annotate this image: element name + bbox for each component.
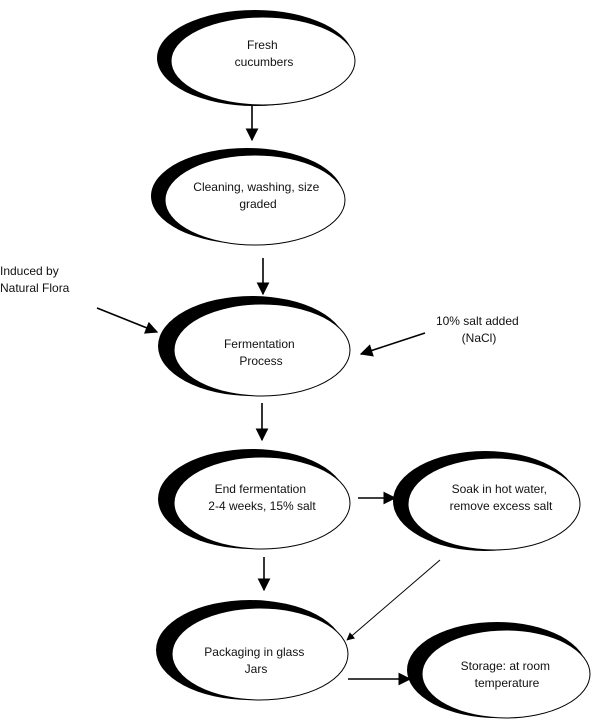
- node-end-fermentation-line2: 2-4 weeks, 15% salt: [208, 499, 316, 513]
- label-salt-added-line2: (NaCl): [462, 331, 497, 345]
- label-induced-line2: Natural Flora: [0, 281, 70, 295]
- label-salt-added-line1: 10% salt added: [436, 314, 519, 328]
- svg-text:Soak in hot water, remov: Soak in hot water, remove excess salt: [450, 482, 553, 513]
- node-fresh-cucumbers: Fresh cucumbers: [157, 10, 356, 106]
- svg-text:Fermentation Process: Fermentation Process: [224, 337, 298, 368]
- svg-text:Cleaning, washing, size: Cleaning, washing, size graded: [193, 180, 322, 211]
- node-fermentation-line1: Fermentation: [224, 337, 295, 351]
- node-fresh-cucumbers-line1: Fresh: [247, 38, 278, 52]
- node-packaging-line1: Packaging in glass: [204, 645, 304, 659]
- svg-text:Fresh cucumbers: Fresh cucumbers: [235, 38, 294, 69]
- svg-text:End fermentation 2-4 wee: End fermentation 2-4 weeks, 15% salt: [208, 482, 316, 513]
- node-fermentation-line2: Process: [239, 354, 282, 368]
- arrow-induced-to-fermentation: [96, 307, 159, 334]
- node-end-fermentation: End fermentation 2-4 weeks, 15% salt: [158, 449, 351, 550]
- node-cleaning-line1: Cleaning, washing, size: [193, 180, 319, 194]
- node-soak: Soak in hot water, remove excess salt: [393, 451, 581, 551]
- node-soak-line1: Soak in hot water,: [452, 482, 547, 496]
- label-induced-line1: Induced by: [0, 264, 59, 278]
- label-induced-by-natural-flora: Induced by Natural Flora: [0, 264, 70, 295]
- svg-text:Storage: at room tempera: Storage: at room temperature: [461, 659, 554, 690]
- node-soak-line2: remove excess salt: [450, 499, 553, 513]
- node-fermentation: Fermentation Process: [158, 296, 351, 397]
- node-packaging: Packaging in glass Jars: [156, 600, 349, 701]
- node-cleaning-line2: graded: [239, 197, 276, 211]
- node-packaging-line2: Jars: [245, 662, 268, 676]
- arrow-salt-to-fermentation: [359, 332, 426, 357]
- node-storage-line1: Storage: at room: [461, 659, 550, 673]
- node-storage: Storage: at room temperature: [407, 622, 591, 719]
- node-fresh-cucumbers-line2: cucumbers: [235, 55, 294, 69]
- node-end-fermentation-line1: End fermentation: [215, 482, 306, 496]
- node-cleaning: Cleaning, washing, size graded: [151, 148, 346, 246]
- svg-text:Packaging in glass Jars: Packaging in glass Jars: [204, 645, 307, 676]
- label-salt-added: 10% salt added (NaCl): [436, 314, 522, 345]
- arrow-soak-to-packaging: [346, 559, 441, 641]
- node-storage-line2: temperature: [475, 676, 540, 690]
